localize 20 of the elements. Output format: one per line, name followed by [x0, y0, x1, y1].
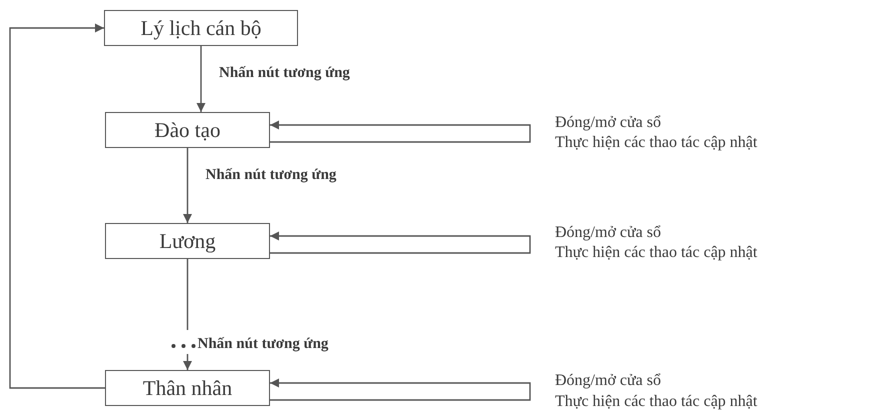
- arrow: [183, 258, 192, 371]
- process-box: Thân nhân: [105, 370, 270, 406]
- note-text: Đóng/mở cửa sổ: [555, 224, 662, 242]
- edge-label: Nhấn nút tương ứng: [219, 64, 350, 82]
- process-box: Lương: [105, 223, 270, 259]
- arrow: [183, 148, 192, 223]
- note-text: Thực hiện các thao tác cập nhật: [555, 244, 758, 262]
- process-box: Lý lịch cán bộ: [104, 10, 298, 46]
- note-text: Thực hiện các thao tác cập nhật: [555, 134, 758, 152]
- note-text: Thực hiện các thao tác cập nhật: [555, 393, 758, 411]
- arrow: [270, 378, 531, 401]
- arrow: [270, 120, 531, 143]
- note-text: Đóng/mở cửa sổ: [555, 114, 662, 132]
- process-box: Đào tạo: [105, 112, 270, 148]
- arrow: [270, 232, 531, 254]
- arrow: [9, 24, 105, 389]
- edge-label: Nhấn nút tương ứng: [206, 166, 336, 184]
- edge-label: Nhấn nút tương ứng: [198, 335, 328, 353]
- note-text: Đóng/mở cửa sổ: [555, 372, 662, 390]
- arrow: [196, 46, 206, 112]
